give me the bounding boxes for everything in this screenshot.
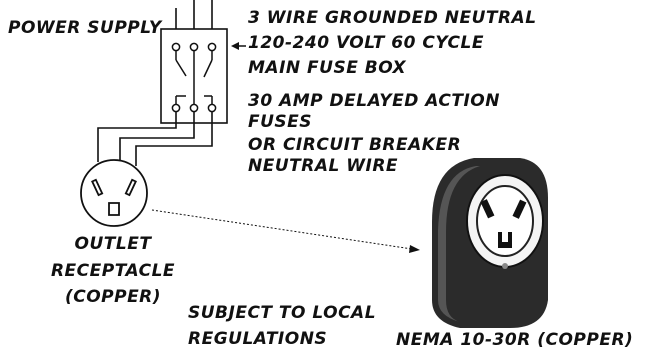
- outlet-label-line-1: OUTLET: [74, 234, 152, 254]
- receptacle-leader-line: [151, 209, 420, 253]
- nema-label: NEMA 10-30R (COPPER): [396, 330, 634, 350]
- fuse-box-label-line-1: 3 WIRE GROUNDED NEUTRAL: [248, 8, 537, 28]
- fuse-switch-blades: [175, 51, 213, 104]
- nema-receptacle-image: [432, 158, 548, 328]
- fuse-terminals: [171, 42, 217, 113]
- regulations-label-line-1: SUBJECT TO LOCAL: [188, 303, 377, 323]
- outlet-label-line-3: (COPPER): [64, 287, 162, 307]
- feed-wires: [97, 112, 213, 166]
- fuses-label-line-3: OR CIRCUIT BREAKER: [248, 135, 462, 155]
- fuse-box-arrow: [231, 42, 246, 50]
- outlet-label-line-2: RECEPTACLE: [50, 261, 176, 281]
- regulations-label-line-2: REGULATIONS: [188, 329, 328, 349]
- neutral-wire-label: NEUTRAL WIRE: [248, 156, 399, 176]
- fuse-box-label-line-2: 120-240 VOLT 60 CYCLE: [248, 33, 484, 53]
- outlet-receptacle-diagram: [80, 159, 148, 227]
- fuse-box-label-line-3: MAIN FUSE BOX: [248, 58, 407, 78]
- fuses-label-line-2: FUSES: [248, 112, 313, 132]
- fuses-label-line-1: 30 AMP DELAYED ACTION: [248, 91, 500, 111]
- power-supply-label: POWER SUPPLY: [8, 18, 162, 38]
